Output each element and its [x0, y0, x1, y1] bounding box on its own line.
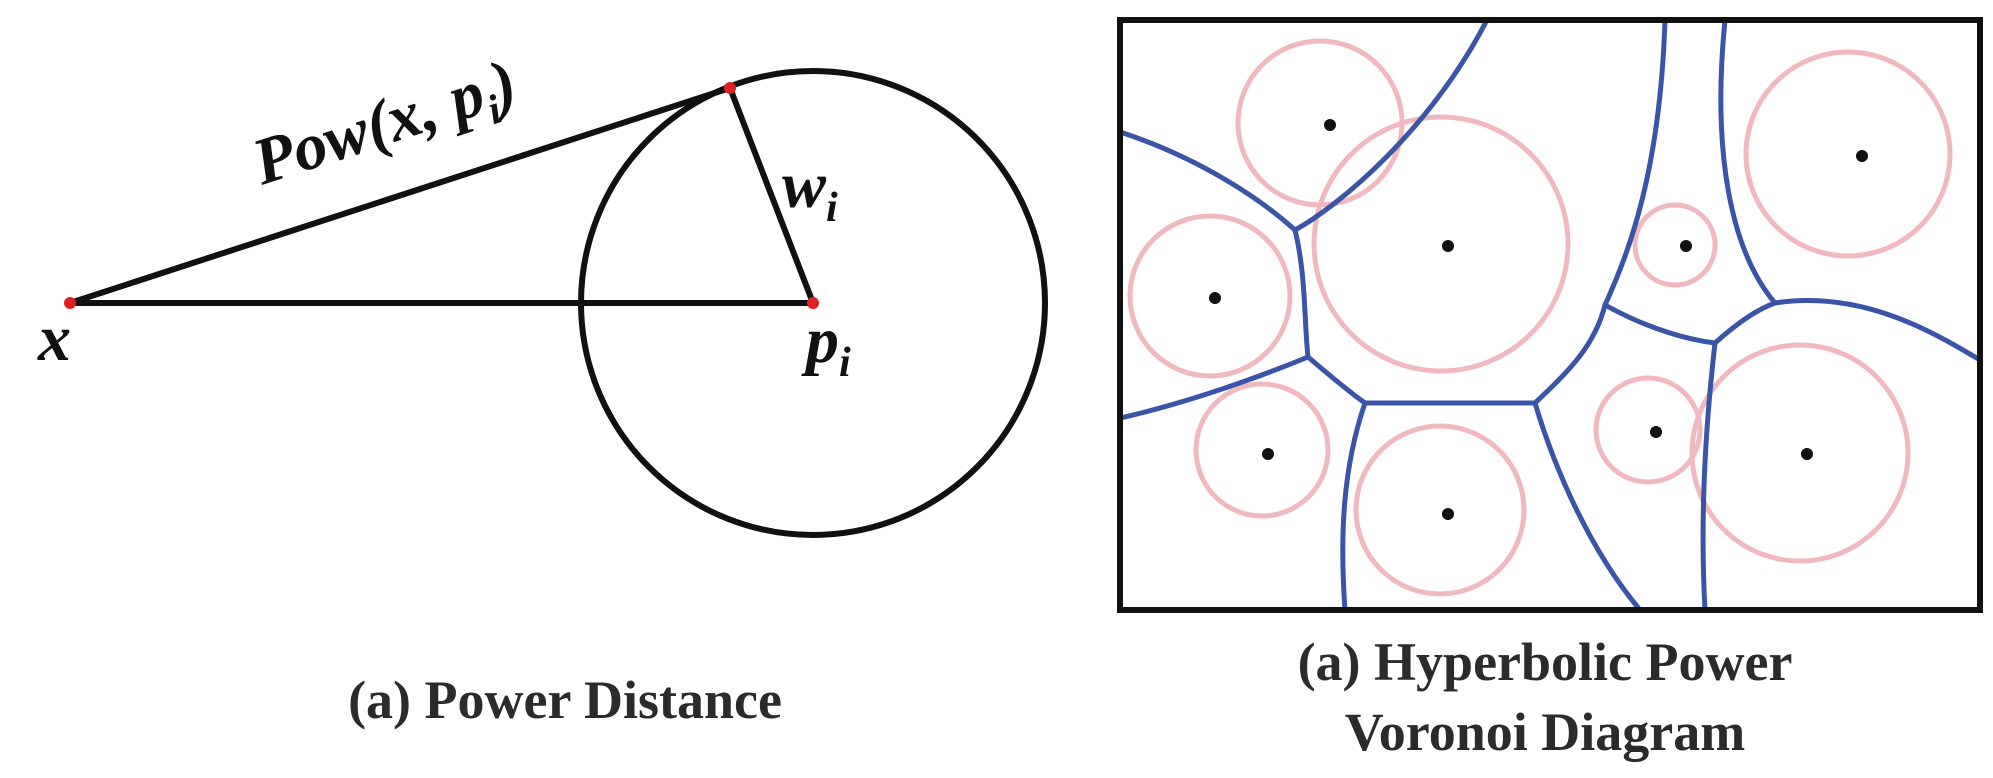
voronoi-edge	[1718, 20, 1778, 306]
voronoi-edge	[1712, 300, 1778, 346]
voronoi-edge	[1602, 302, 1718, 346]
point-x-marker	[64, 297, 76, 309]
site-point	[1801, 448, 1813, 460]
voronoi-edge	[1532, 400, 1643, 610]
site-point	[1650, 426, 1662, 438]
site-point	[1209, 292, 1221, 304]
site-circle	[1593, 375, 1703, 485]
site-circle	[1311, 114, 1571, 374]
weight-circles	[1127, 38, 1953, 597]
voronoi-frame	[1117, 17, 1983, 613]
voronoi-panel: (a) Hyperbolic Power Voronoi Diagram	[1117, 17, 1983, 762]
power-distance-caption: (a) Power Distance	[348, 670, 782, 730]
radius-segment	[727, 86, 816, 305]
voronoi-edge	[1602, 20, 1668, 308]
voronoi-edge	[1292, 20, 1490, 233]
pow-label: Pow(x, pi)	[243, 46, 528, 208]
voronoi-caption-line2: Voronoi Diagram	[1345, 702, 1746, 762]
voronoi-edge	[1120, 129, 1298, 233]
site-circle	[1193, 381, 1331, 519]
site-circle	[1632, 202, 1718, 288]
tangent-segment	[69, 85, 731, 306]
site-circle	[1743, 49, 1953, 259]
voronoi-edges	[1120, 20, 1980, 610]
w-label: wi	[782, 149, 838, 231]
site-point	[1324, 119, 1336, 131]
site-circle	[1689, 342, 1911, 564]
voronoi-edge	[1772, 297, 1980, 363]
voronoi-edge	[1305, 354, 1368, 406]
point-p-marker	[807, 297, 819, 309]
voronoi-sites	[1209, 119, 1868, 520]
voronoi-edge	[1532, 302, 1608, 406]
voronoi-edge	[1340, 400, 1368, 610]
site-point	[1262, 448, 1274, 460]
site-circle	[1235, 38, 1405, 208]
tangent-point-marker	[724, 82, 736, 94]
site-point	[1680, 240, 1692, 252]
site-point	[1442, 240, 1454, 252]
voronoi-edge	[1120, 354, 1311, 421]
voronoi-edge	[1700, 340, 1718, 610]
site-circle	[1127, 213, 1293, 379]
site-point	[1856, 150, 1868, 162]
x-label: x	[37, 302, 71, 375]
voronoi-caption-line1: (a) Hyperbolic Power	[1298, 632, 1793, 692]
power-distance-panel: Pow(x, pi) wi x pi (a) Power Distance	[37, 46, 1048, 730]
site-point	[1442, 508, 1454, 520]
site-circle	[1353, 423, 1527, 597]
voronoi-edge	[1292, 227, 1311, 360]
p-label: pi	[801, 304, 851, 386]
